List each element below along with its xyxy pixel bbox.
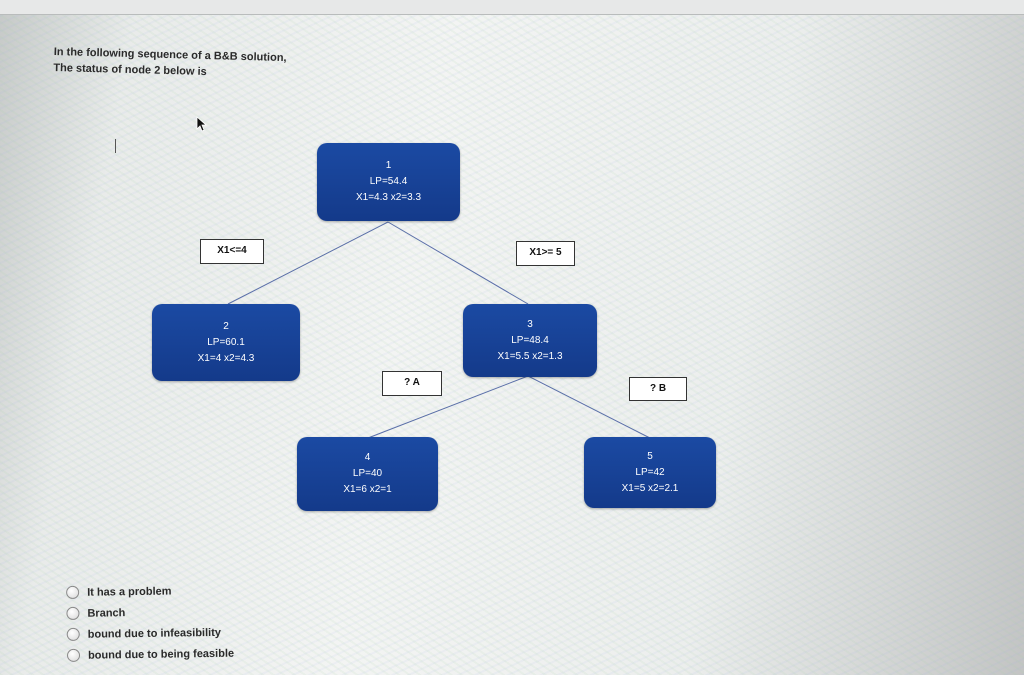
edge-1-3: [387, 221, 529, 305]
radio-button[interactable]: [66, 585, 80, 599]
top-toolbar-edge: [0, 0, 1024, 15]
mouse-pointer-icon: [196, 116, 208, 132]
node-variables: X1=5 x2=2.1: [621, 482, 679, 494]
option-label: It has a problem: [87, 585, 172, 599]
branch-label-right: X1>= 5: [516, 241, 575, 266]
node-variables: X1=5.5 x2=1.3: [497, 350, 563, 362]
option-bound-feasible[interactable]: bound due to being feasible: [66, 643, 235, 666]
radio-button[interactable]: [66, 627, 80, 641]
option-label: bound due to being feasible: [87, 647, 235, 662]
text-caret: [115, 139, 116, 153]
tree-node-5: 5 LP=42 X1=5 x2=2.1: [584, 437, 716, 508]
node-id: 3: [527, 318, 533, 330]
branch-label-left: X1<=4: [200, 239, 264, 264]
option-it-has-a-problem[interactable]: It has a problem: [66, 580, 233, 603]
option-branch[interactable]: Branch: [66, 601, 233, 624]
branch-label-b: ? B: [629, 377, 687, 401]
node-variables: X1=4 x2=4.3: [197, 352, 255, 364]
tree-node-3: 3 LP=48.4 X1=5.5 x2=1.3: [463, 304, 597, 377]
node-id: 4: [364, 452, 371, 463]
node-lp-value: LP=40: [352, 468, 383, 479]
tree-node-4: 4 LP=40 X1=6 x2=1: [297, 437, 438, 511]
node-lp-value: LP=60.1: [207, 336, 245, 348]
edge-1-2: [227, 221, 389, 305]
option-label: Branch: [87, 606, 126, 620]
node-id: 2: [223, 320, 229, 332]
edge-3-5: [527, 375, 651, 439]
radio-button[interactable]: [66, 606, 80, 620]
option-bound-infeasibility[interactable]: bound due to infeasibility: [66, 622, 234, 645]
radio-button[interactable]: [66, 648, 81, 662]
node-lp-value: LP=54.4: [369, 176, 408, 187]
node-id: 1: [385, 160, 392, 171]
node-variables: X1=6 x2=1: [343, 484, 392, 495]
option-label: bound due to infeasibility: [87, 626, 222, 641]
node-id: 5: [647, 450, 653, 462]
tree-node-1: 1 LP=54.4 X1=4.3 x2=3.3: [317, 143, 460, 221]
edge-3-4: [367, 375, 529, 439]
node-lp-value: LP=48.4: [511, 334, 549, 346]
node-variables: X1=4.3 x2=3.3: [355, 192, 422, 203]
node-lp-value: LP=42: [635, 466, 665, 478]
answer-options: It has a problem Branch bound due to inf…: [66, 580, 234, 666]
branch-label-a: ? A: [382, 371, 442, 396]
tree-node-2: 2 LP=60.1 X1=4 x2=4.3: [152, 304, 300, 381]
